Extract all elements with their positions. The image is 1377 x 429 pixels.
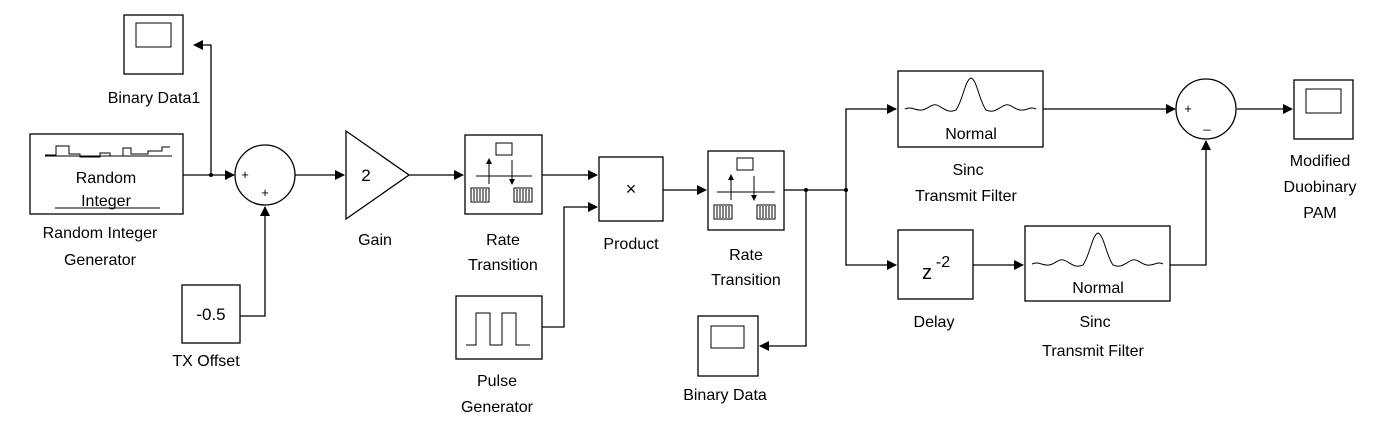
delay-exponent: -2 bbox=[936, 254, 950, 271]
block-label: Duobinary bbox=[1284, 179, 1357, 196]
block-label: Random Integer bbox=[43, 225, 158, 242]
wire-pulse-to-product[interactable] bbox=[542, 202, 598, 328]
block-label: Transition bbox=[468, 257, 538, 274]
block-label: Sinc bbox=[952, 162, 983, 179]
delay-block[interactable]: z -2 Delay bbox=[897, 229, 974, 331]
wire-to-sinc1[interactable] bbox=[845, 104, 897, 190]
block-label: Gain bbox=[358, 232, 392, 249]
block-label: Binary Data bbox=[683, 387, 767, 404]
block-label: Transition bbox=[711, 272, 781, 289]
block-label: Generator bbox=[64, 252, 137, 269]
delay-base: z bbox=[922, 262, 932, 284]
gain-block[interactable]: 2 Gain bbox=[345, 129, 411, 249]
wire-branch-to-binary-data[interactable] bbox=[759, 190, 807, 351]
pulse-icon bbox=[466, 312, 530, 346]
block-label: Transmit Filter bbox=[1042, 343, 1144, 360]
sinc-transmit-filter-2[interactable]: Normal Sinc Transmit Filter bbox=[1024, 225, 1171, 360]
block-label: Transmit Filter bbox=[915, 188, 1017, 205]
scope-binary-data1[interactable]: Binary Data1 bbox=[108, 14, 201, 107]
sinc-icon bbox=[904, 77, 1037, 112]
block-label: Rate bbox=[729, 247, 763, 264]
scope-binary-data[interactable]: Binary Data bbox=[683, 315, 767, 404]
wire-to-delay[interactable] bbox=[845, 190, 897, 270]
block-icon-text: Integer bbox=[81, 193, 131, 210]
wire-branch-to-binary-data1[interactable] bbox=[193, 40, 212, 175]
block-label: Modified bbox=[1290, 153, 1350, 170]
block-icon-text: Normal bbox=[1072, 280, 1124, 297]
product-symbol: × bbox=[626, 179, 637, 199]
product-block[interactable]: × Product bbox=[598, 156, 664, 253]
block-label: Product bbox=[603, 236, 659, 253]
wire-offset-to-sum[interactable] bbox=[240, 206, 270, 317]
block-label: TX Offset bbox=[172, 353, 240, 370]
branch-point bbox=[209, 173, 213, 177]
block-label: Delay bbox=[914, 314, 955, 331]
pulse-generator[interactable]: Pulse Generator bbox=[455, 295, 543, 416]
sum-block-1[interactable]: + + bbox=[234, 144, 296, 206]
sum-sign: + bbox=[1184, 101, 1192, 116]
sum-sign: _ bbox=[1202, 116, 1211, 131]
sinc-icon bbox=[1031, 232, 1164, 267]
block-icon-text: Random bbox=[76, 170, 136, 187]
waveform-icon bbox=[45, 145, 170, 158]
block-label: PAM bbox=[1303, 205, 1336, 222]
sinc-transmit-filter-1[interactable]: Normal Sinc Transmit Filter bbox=[897, 70, 1044, 205]
scope-modified-duobinary-pam[interactable]: Modified Duobinary PAM bbox=[1284, 79, 1357, 222]
block-label: Generator bbox=[461, 399, 534, 416]
constant-value: -0.5 bbox=[196, 305, 225, 324]
sum-block-2[interactable]: + _ bbox=[1175, 78, 1237, 140]
sum-sign: + bbox=[261, 185, 269, 200]
gain-value: 2 bbox=[361, 166, 370, 185]
random-integer-generator[interactable]: Random Integer Random Integer Generator bbox=[29, 133, 184, 269]
wire-sinc2-to-sum2[interactable] bbox=[1170, 140, 1211, 266]
block-label: Rate bbox=[486, 232, 520, 249]
tx-offset-constant[interactable]: -0.5 TX Offset bbox=[172, 284, 241, 370]
sum-sign: + bbox=[241, 167, 249, 182]
rate-transition-1[interactable]: Rate Transition bbox=[464, 134, 543, 274]
scope-icon bbox=[123, 14, 184, 75]
block-label: Pulse bbox=[477, 373, 517, 390]
block-label: Binary Data1 bbox=[108, 90, 201, 107]
rate-transition-2[interactable]: Rate Transition bbox=[707, 150, 785, 289]
signal-lines bbox=[183, 40, 1293, 351]
block-label: Sinc bbox=[1079, 314, 1110, 331]
block-icon-text: Normal bbox=[945, 126, 997, 143]
